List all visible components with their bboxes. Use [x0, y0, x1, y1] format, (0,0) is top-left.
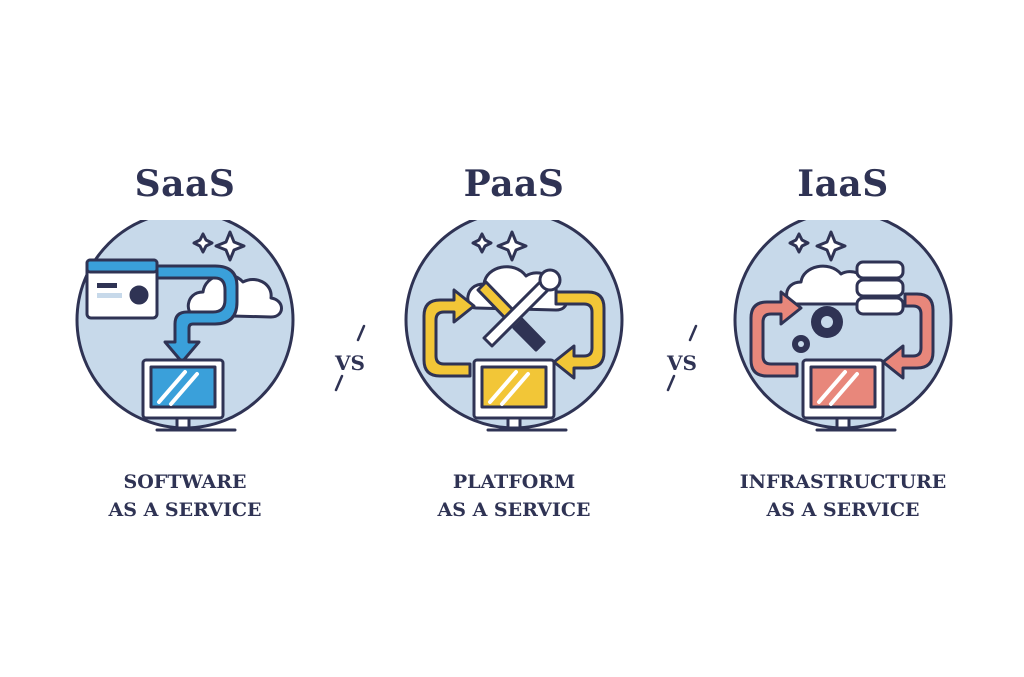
iaas-column: IaaS: [693, 0, 993, 677]
paas-title: PaaS: [463, 163, 565, 205]
monitor-icon: [472, 358, 568, 432]
saas-illustration: [75, 220, 295, 432]
saas-caption-line1: SOFTWARE: [123, 471, 247, 493]
arrow-icon: [155, 264, 239, 364]
paas-caption-line1: PLATFORM: [452, 471, 576, 493]
iaas-caption-line1: INFRASTRUCTURE: [739, 471, 947, 493]
iaas-title: IaaS: [797, 163, 889, 205]
iaas-caption: INFRASTRUCTURE AS A SERVICE: [693, 468, 993, 524]
saas-title: SaaS: [134, 163, 236, 205]
monitor-icon: [141, 358, 237, 432]
server-stack-icon: [855, 260, 905, 316]
saas-caption-line2: AS A SERVICE: [108, 499, 262, 521]
sparkle-icon: [192, 230, 246, 262]
slash-marks: [666, 324, 698, 392]
vs-separator-2: VS: [652, 322, 712, 412]
monitor-icon: [801, 358, 897, 432]
vs-label: VS: [335, 351, 365, 375]
slash-marks: [334, 324, 366, 392]
cycle-arrows-icon: [422, 288, 606, 380]
cycle-arrows-icon: [749, 290, 935, 380]
paas-caption: PLATFORM AS A SERVICE: [364, 468, 664, 524]
paas-illustration: [404, 220, 624, 432]
sparkle-icon: [471, 230, 528, 262]
paas-caption-line2: AS A SERVICE: [437, 499, 591, 521]
saas-caption: SOFTWARE AS A SERVICE: [35, 468, 335, 524]
gears-icon: [792, 306, 843, 353]
browser-window-icon: [85, 258, 159, 320]
vs-label: VS: [667, 351, 697, 375]
iaas-caption-line2: AS A SERVICE: [766, 499, 920, 521]
tools-icon: [476, 268, 562, 352]
iaas-illustration: [733, 220, 953, 432]
paas-column: PaaS: [364, 0, 664, 677]
sparkle-icon: [788, 230, 847, 262]
vs-separator-1: VS: [320, 322, 380, 412]
saas-column: SaaS: [35, 0, 335, 677]
